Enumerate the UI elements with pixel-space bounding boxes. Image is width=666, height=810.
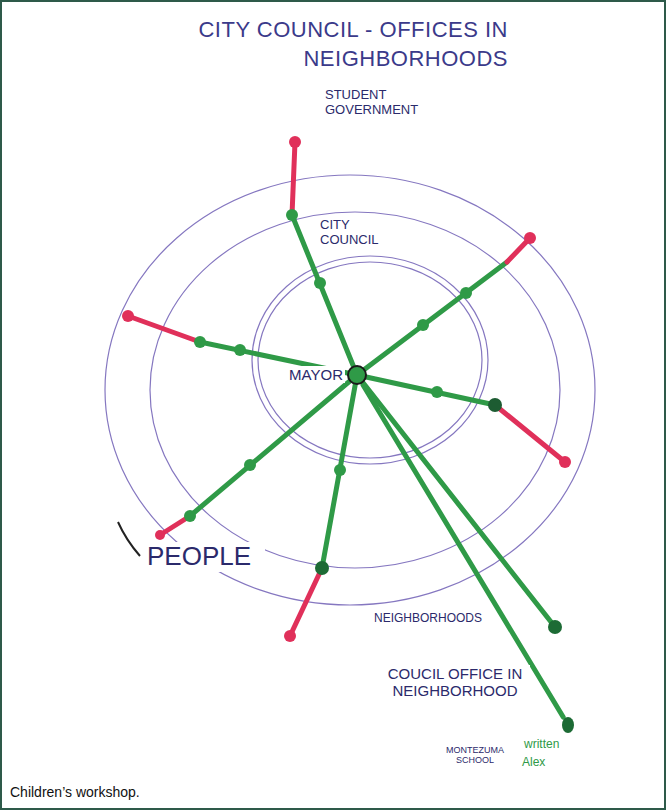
pink-dot <box>284 630 296 642</box>
school-note: MONTEZUMA SCHOOL <box>440 745 510 766</box>
green-dot <box>314 277 326 289</box>
green-dot <box>431 386 443 398</box>
green-spoke <box>322 375 357 568</box>
green-dot <box>417 319 429 331</box>
author-note: written <box>522 738 574 752</box>
green-dot <box>184 510 196 522</box>
mayor-circle: MAYOR <box>347 365 367 385</box>
green-dot <box>244 459 256 471</box>
ring-label: STUDENT GOVERNMENT <box>323 88 447 118</box>
pink-spoke <box>495 405 565 462</box>
green-dot <box>548 620 562 634</box>
green-dot <box>460 287 472 299</box>
green-dot <box>315 561 329 575</box>
pink-dot <box>524 232 536 244</box>
dark-green-dot <box>488 398 502 412</box>
node-text: COUCIL OFFICE IN NEIGHBORHOOD <box>380 665 530 700</box>
green-dot <box>194 336 206 348</box>
middle-ring <box>150 212 560 568</box>
ring-label: CITY COUNCIL <box>318 218 402 248</box>
green-dot <box>334 464 346 476</box>
node-text: MAYOR <box>287 366 345 383</box>
caption: Children’s workshop. <box>8 784 142 800</box>
council-office-dot: COUCIL OFFICE IN NEIGHBORHOOD <box>562 717 574 733</box>
author-note: Alex <box>520 756 564 770</box>
pen-stroke <box>118 522 140 556</box>
spoke-connector <box>363 385 563 717</box>
ring-label: NEIGHBORHOODS <box>372 612 490 626</box>
pink-spoke <box>292 142 295 215</box>
green-dot <box>234 344 246 356</box>
ring-label: PEOPLE <box>145 542 265 572</box>
pink-dot <box>289 136 301 148</box>
green-spoke <box>357 262 507 375</box>
outer-ring <box>105 175 595 605</box>
green-spoke <box>190 375 357 516</box>
pink-spoke <box>128 316 200 342</box>
title: CITY COUNCIL - OFFICES IN NEIGHBORHOODS <box>118 16 510 73</box>
green-spoke <box>357 375 555 627</box>
green-dot <box>286 209 298 221</box>
pink-dot <box>155 530 165 540</box>
pink-dot <box>559 456 571 468</box>
pink-spoke <box>290 568 322 636</box>
pink-dot <box>122 310 134 322</box>
